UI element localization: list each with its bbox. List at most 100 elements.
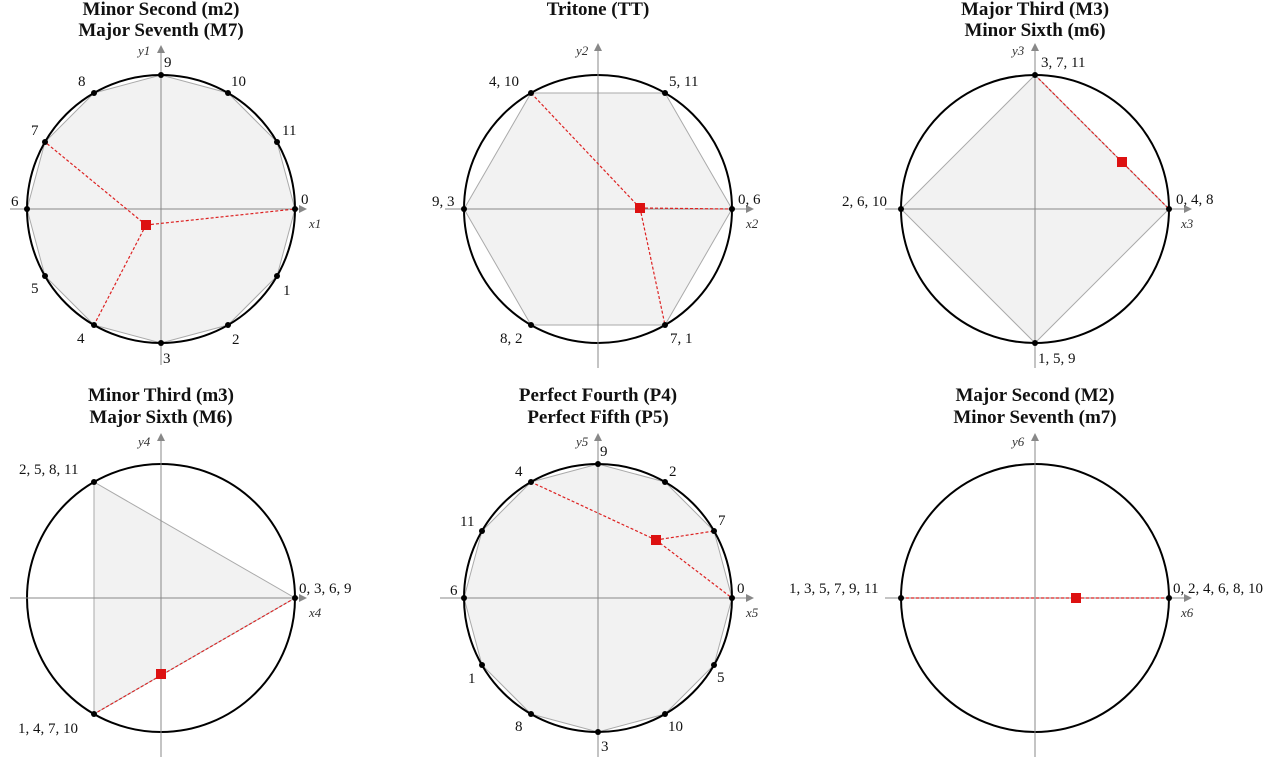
pitch-label: 8, 2 — [500, 331, 523, 347]
pitch-label: 7, 1 — [670, 331, 693, 347]
red-dashed-line — [1034, 74, 1170, 210]
pitch-dot — [91, 90, 97, 96]
pitch-label: 0, 2, 4, 6, 8, 10 — [1173, 581, 1263, 597]
pitch-dot — [898, 206, 904, 212]
pitch-dot — [528, 90, 534, 96]
pitch-dot — [225, 322, 231, 328]
pitch-dot — [528, 322, 534, 328]
title-line: Minor Sixth (m6) — [964, 20, 1105, 41]
pitch-dot — [91, 711, 97, 717]
red-dashed-line — [655, 539, 733, 599]
pitch-dot — [158, 72, 164, 78]
y-axis-label: y1 — [136, 43, 150, 58]
pitch-dot — [24, 206, 30, 212]
pitch-dot — [528, 711, 534, 717]
pitch-dot — [711, 662, 717, 668]
pitch-dot — [662, 479, 668, 485]
pitch-dot — [479, 528, 485, 534]
pitch-label: 6 — [450, 583, 458, 599]
y-axis-label: y2 — [574, 43, 589, 58]
y-axis-label: y4 — [136, 434, 151, 449]
panel-3-title: Major Third (M3) Minor Sixth (m6) — [961, 0, 1109, 41]
pitch-label: 4 — [515, 464, 523, 480]
centroid-marker — [1117, 157, 1127, 167]
pitch-dot — [91, 479, 97, 485]
panel-6-title: Major Second (M2) Minor Seventh (m7) — [953, 385, 1116, 428]
pitch-label: 3 — [601, 739, 609, 755]
pitch-label: 7 — [718, 513, 726, 529]
panel-1-diagram: 0 1 2 3 4 5 6 7 8 9 10 11 x1 y1 — [10, 43, 321, 367]
pitch-dot — [225, 90, 231, 96]
y-axis-label: y6 — [1010, 434, 1025, 449]
pitch-dot — [711, 528, 717, 534]
red-dashed-line — [639, 207, 733, 210]
pitch-label: 6 — [11, 194, 19, 210]
red-dashed-line — [44, 141, 147, 226]
x-axis-label: x4 — [308, 605, 322, 620]
pitch-label: 2 — [232, 332, 240, 348]
pitch-label: 4 — [77, 331, 85, 347]
title-line: Major Sixth (M6) — [89, 407, 232, 428]
pitch-dot — [595, 729, 601, 735]
centroid-marker — [635, 203, 645, 213]
y-axis-label: y5 — [574, 434, 589, 449]
centroid-marker — [156, 669, 166, 679]
pitch-dot — [461, 595, 467, 601]
pitch-dot — [1032, 340, 1038, 346]
title-line: Major Seventh (M7) — [78, 20, 243, 41]
panel-4-diagram: 0, 3, 6, 9 1, 4, 7, 10 2, 5, 8, 11 x4 y4 — [10, 433, 352, 757]
x-axis-label: x1 — [308, 216, 321, 231]
pitch-label: 0 — [737, 581, 745, 597]
pitch-label: 1, 3, 5, 7, 9, 11 — [789, 581, 878, 597]
pitch-dot — [158, 340, 164, 346]
pitch-dot — [292, 206, 298, 212]
pitch-label: 5, 11 — [669, 74, 698, 90]
pitch-dot — [42, 273, 48, 279]
title-line: Major Third (M3) — [961, 0, 1109, 20]
pitch-label: 2, 6, 10 — [842, 194, 887, 210]
panel-5-title: Perfect Fourth (P4) Perfect Fifth (P5) — [519, 385, 677, 428]
pitch-label: 0, 4, 8 — [1176, 192, 1214, 208]
pitch-label: 10 — [668, 719, 683, 735]
red-dashed-line — [530, 481, 657, 541]
pitch-dot — [42, 139, 48, 145]
title-line: Perfect Fourth (P4) — [519, 385, 677, 406]
pitch-label: 1, 5, 9 — [1038, 351, 1076, 367]
pitch-dot — [461, 206, 467, 212]
title-line: Minor Second (m2) — [83, 0, 240, 20]
pitch-label: 0 — [301, 192, 309, 208]
x-axis-label: x3 — [1180, 216, 1194, 231]
pitch-label: 8 — [78, 74, 86, 90]
pitch-dot — [274, 139, 280, 145]
panel-6-diagram: 0, 2, 4, 6, 8, 10 1, 3, 5, 7, 9, 11 x6 y… — [789, 433, 1263, 757]
pitch-dot — [1166, 595, 1172, 601]
x-axis-label: x5 — [745, 605, 759, 620]
pitch-dot — [595, 461, 601, 467]
x-axis-label: x2 — [745, 216, 759, 231]
pitch-label: 5 — [31, 281, 39, 297]
pitch-label: 5 — [717, 670, 725, 686]
pitch-label: 9, 3 — [432, 194, 455, 210]
pitch-dot — [1032, 72, 1038, 78]
panel-2-diagram: 0, 6 7, 1 8, 2 9, 3 4, 10 5, 11 x2 y2 — [432, 43, 761, 368]
centroid-marker — [1071, 593, 1081, 603]
panel-4-title: Minor Third (m3) Major Sixth (M6) — [88, 385, 234, 428]
pitch-label: 1 — [283, 283, 291, 299]
red-dashed-line — [93, 597, 296, 715]
pitch-dot — [729, 206, 735, 212]
pitch-dot — [274, 273, 280, 279]
pitch-label: 0, 6 — [738, 192, 761, 208]
title-line: Tritone (TT) — [547, 0, 650, 20]
title-line: Minor Seventh (m7) — [953, 407, 1116, 428]
panel-2-title: Tritone (TT) — [547, 0, 650, 20]
panel-5-diagram: 0 5 10 3 8 1 6 11 4 9 2 7 x5 y5 — [440, 433, 759, 757]
pitch-dot — [662, 322, 668, 328]
pitch-dot — [292, 595, 298, 601]
pitch-dot — [729, 595, 735, 601]
pitch-label: 9 — [164, 55, 172, 71]
pitch-label: 1, 4, 7, 10 — [18, 721, 78, 737]
red-dashed-line — [93, 224, 147, 326]
pitch-label: 0, 3, 6, 9 — [299, 581, 352, 597]
pitch-label: 1 — [468, 671, 476, 687]
